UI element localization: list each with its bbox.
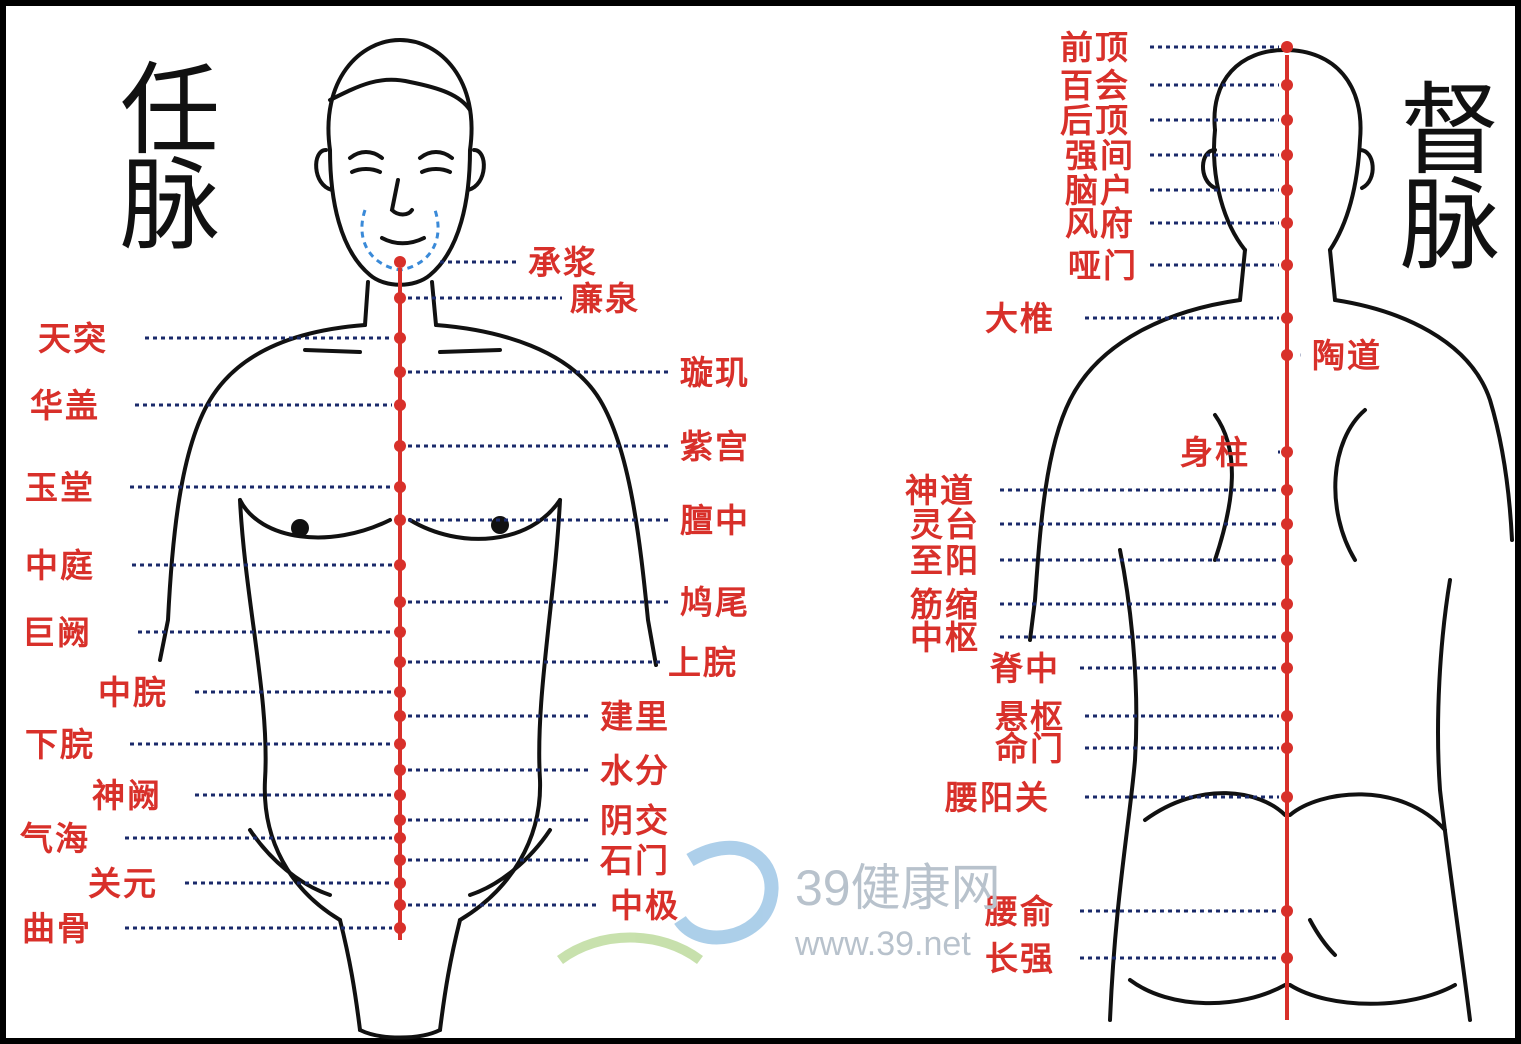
du-back-point-label: 长强 [985, 939, 1055, 978]
ren-title-char-2: 脉 [120, 147, 220, 264]
du-back-point-dot [1281, 662, 1293, 674]
du-point-labels: 前顶百会后顶强间脑户风府哑门大椎陶道身柱神道灵台至阳筋缩中枢脊中悬枢命门腰阳关腰… [905, 28, 1382, 978]
ren-left-point-dot [394, 832, 406, 844]
du-back-point-dot [1281, 484, 1293, 496]
ren-right-point-label: 建里 [600, 697, 670, 736]
ren-right-point-label: 紫宫 [680, 427, 750, 466]
du-back-point-dot [1281, 312, 1293, 324]
du-head-point-dot [1281, 149, 1293, 161]
du-head-point-label: 风府 [1065, 204, 1135, 243]
ren-right-point-dot [394, 292, 406, 304]
ren-right-point-label: 水分 [600, 751, 670, 790]
ren-left-point-label: 华盖 [30, 386, 100, 425]
ren-left-point-dot [394, 877, 406, 889]
ren-left-point-dot [394, 559, 406, 571]
watermark-url: www.39.net [794, 925, 971, 963]
du-back-point-label: 灵台 [910, 505, 980, 544]
ren-right-point-dot [394, 366, 406, 378]
ren-right-point-dot [394, 710, 406, 722]
ren-left-point-dot [394, 399, 406, 411]
du-head-point-dot [1281, 79, 1293, 91]
du-head-point-dot [1281, 184, 1293, 196]
ren-right-point-dot [394, 656, 406, 668]
du-back-point-dot [1281, 631, 1293, 643]
du-back-point-dot [1281, 952, 1293, 964]
ren-left-point-dot [394, 686, 406, 698]
du-head-point-dot [1281, 114, 1293, 126]
du-back-point-label: 陶道 [1312, 336, 1382, 375]
ren-left-point-label: 中庭 [25, 546, 95, 585]
ren-left-point-label: 关元 [88, 864, 158, 903]
du-back-point-dot [1281, 598, 1293, 610]
ren-left-point-label: 中脘 [98, 673, 168, 712]
du-back-point-dot [1281, 554, 1293, 566]
du-back-point-label: 脊中 [990, 649, 1060, 688]
ren-left-point-dot [394, 332, 406, 344]
du-title-char-2: 脉 [1400, 167, 1500, 284]
ren-left-point-dot [394, 738, 406, 750]
ren-right-point-dot [394, 596, 406, 608]
ren-right-point-dot [394, 256, 406, 268]
du-back-point-dot [1281, 446, 1293, 458]
du-back-point-dot [1281, 518, 1293, 530]
du-head-point-dot [1281, 259, 1293, 271]
ren-right-point-label: 阴交 [600, 801, 670, 840]
ren-left-point-label: 神阙 [92, 776, 162, 815]
ren-right-point-dot [394, 764, 406, 776]
ren-left-point-label: 天突 [38, 319, 108, 358]
ren-right-point-dot [394, 814, 406, 826]
ren-left-point-label: 下脘 [25, 725, 95, 764]
ren-left-point-dot [394, 922, 406, 934]
ren-left-point-dot [394, 481, 406, 493]
ren-right-point-label: 上脘 [668, 643, 738, 682]
ren-left-point-label: 巨阙 [22, 613, 92, 652]
ren-right-point-label: 廉泉 [570, 279, 640, 318]
du-head-point-label: 哑门 [1068, 246, 1138, 285]
ren-right-point-label: 中极 [610, 886, 680, 925]
ren-left-point-label: 曲骨 [22, 909, 92, 948]
ren-left-point-dot [394, 626, 406, 638]
ren-right-point-label: 承浆 [528, 243, 598, 282]
du-back-point-label: 至阳 [910, 541, 980, 580]
du-head-point-label: 百会 [1060, 66, 1130, 105]
left-nipple [291, 519, 309, 537]
du-back-point-dot [1281, 349, 1293, 361]
du-back-point-dot [1281, 710, 1293, 722]
ren-right-point-label: 璇玑 [680, 353, 750, 392]
du-head-point-label: 前顶 [1060, 28, 1130, 67]
du-back-point-label: 腰阳关 [945, 778, 1050, 817]
front-body-figure [160, 40, 656, 1038]
du-head-point-dot [1281, 217, 1293, 229]
ren-right-point-label: 膻中 [680, 501, 750, 540]
du-back-point-label: 身柱 [1180, 433, 1250, 472]
du-head-point-dot [1281, 41, 1293, 53]
du-head-point-label: 强间 [1065, 136, 1135, 175]
watermark-brand: 39健康网 [795, 860, 1001, 916]
ren-right-point-dot [394, 854, 406, 866]
du-back-point-label: 命门 [995, 729, 1065, 768]
du-back-point-dot [1281, 905, 1293, 917]
du-back-point-label: 大椎 [985, 299, 1055, 338]
ren-right-point-label: 石门 [599, 841, 670, 880]
du-back-point-dot [1281, 791, 1293, 803]
du-back-point-label: 中枢 [910, 618, 980, 657]
ren-right-point-dot [394, 514, 406, 526]
du-head-point-label: 后顶 [1060, 101, 1130, 140]
ren-right-point-dot [394, 899, 406, 911]
ren-left-point-label: 玉堂 [25, 468, 95, 507]
ren-left-point-dot [394, 789, 406, 801]
ren-left-point-label: 气海 [20, 819, 90, 858]
ren-right-point-dot [394, 440, 406, 452]
ren-right-point-label: 鸠尾 [680, 583, 750, 622]
du-back-point-dot [1281, 742, 1293, 754]
